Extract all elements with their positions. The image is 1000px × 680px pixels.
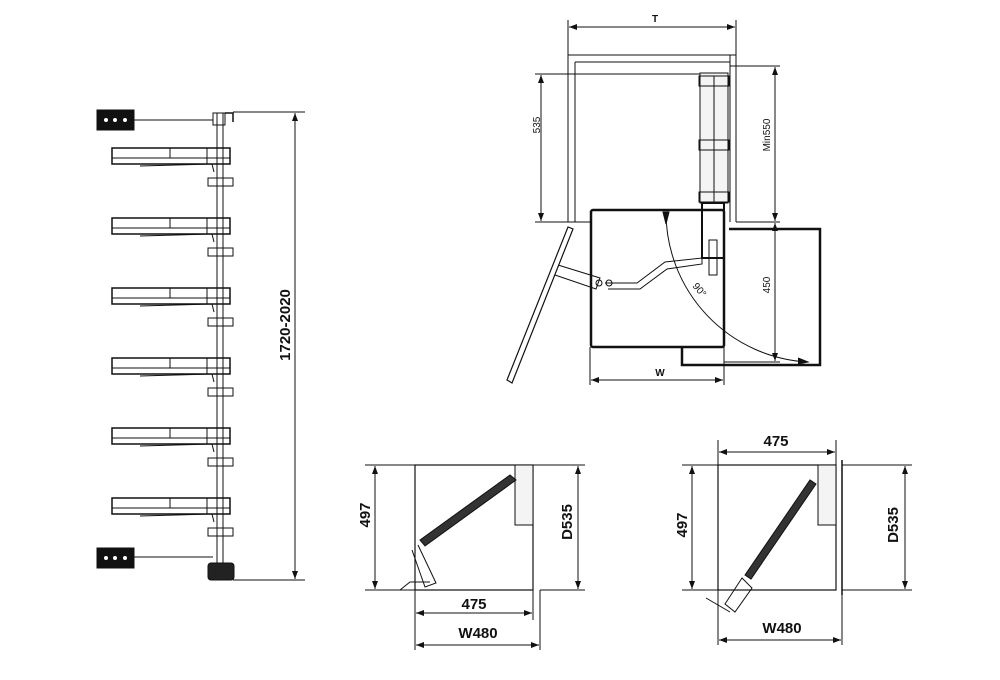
right-inner-width-label: 475 <box>763 433 788 450</box>
min-depth-label: Min550 <box>762 118 773 151</box>
right-height-label: 497 <box>674 512 691 537</box>
cabinet-right-view <box>682 440 912 645</box>
side-view <box>96 109 305 581</box>
left-height-label: 497 <box>357 502 374 527</box>
cabinet-left-view <box>365 464 585 650</box>
left-inner-width-label: 475 <box>461 596 486 613</box>
shelf <box>111 287 234 327</box>
shelf <box>111 217 234 257</box>
left-depth-label: D535 <box>559 504 576 540</box>
width-w-label: W <box>655 368 665 379</box>
left-outer-width-label: W480 <box>458 625 497 642</box>
shelf-depth-label: 450 <box>762 276 773 293</box>
height-range-label: 1720-2020 <box>277 289 294 361</box>
right-depth-label: D535 <box>885 507 902 543</box>
top-view <box>506 20 822 385</box>
right-outer-width-label: W480 <box>762 620 801 637</box>
width-t-label: T <box>652 14 658 25</box>
shelf <box>111 357 234 397</box>
shelf <box>111 147 234 187</box>
shelf <box>111 497 234 537</box>
shelf <box>111 427 234 467</box>
depth-535-label: 535 <box>532 116 543 133</box>
